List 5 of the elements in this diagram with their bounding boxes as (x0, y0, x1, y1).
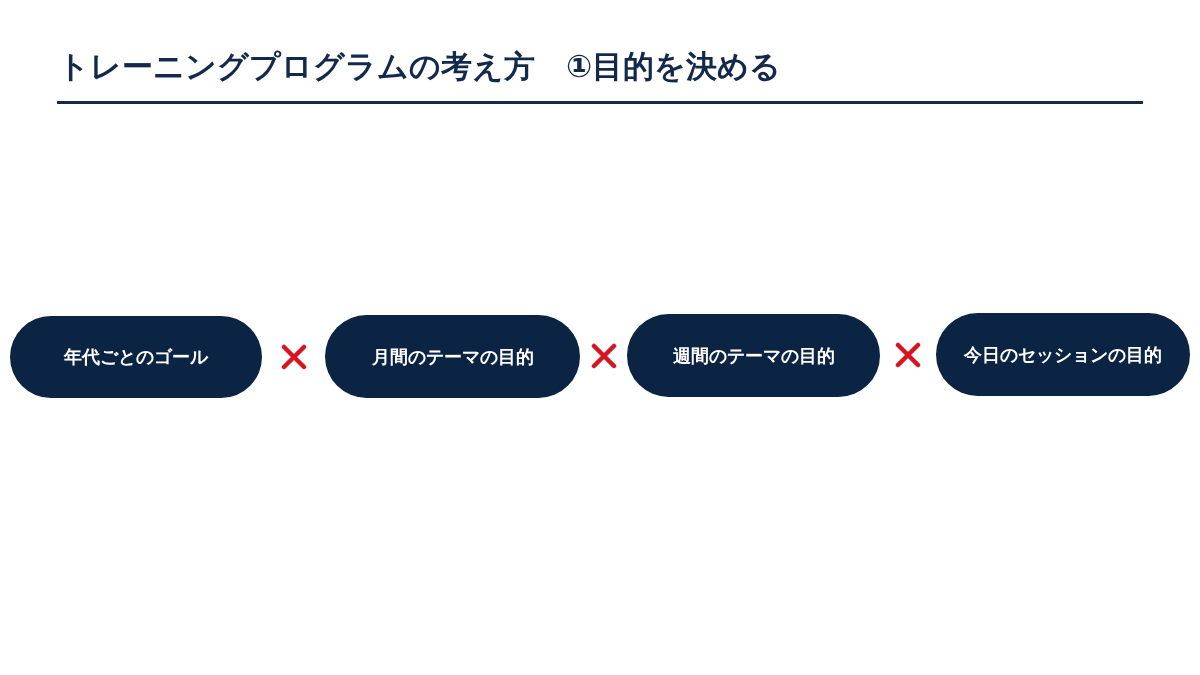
slide-title: トレーニングプログラムの考え方 ①目的を決める (58, 47, 782, 86)
node-label: 週間のテーマの目的 (672, 343, 835, 368)
node-label: 今日のセッションの目的 (964, 342, 1162, 367)
node-label: 年代ごとのゴール (64, 345, 208, 369)
node-label: 月間のテーマの目的 (371, 344, 534, 369)
